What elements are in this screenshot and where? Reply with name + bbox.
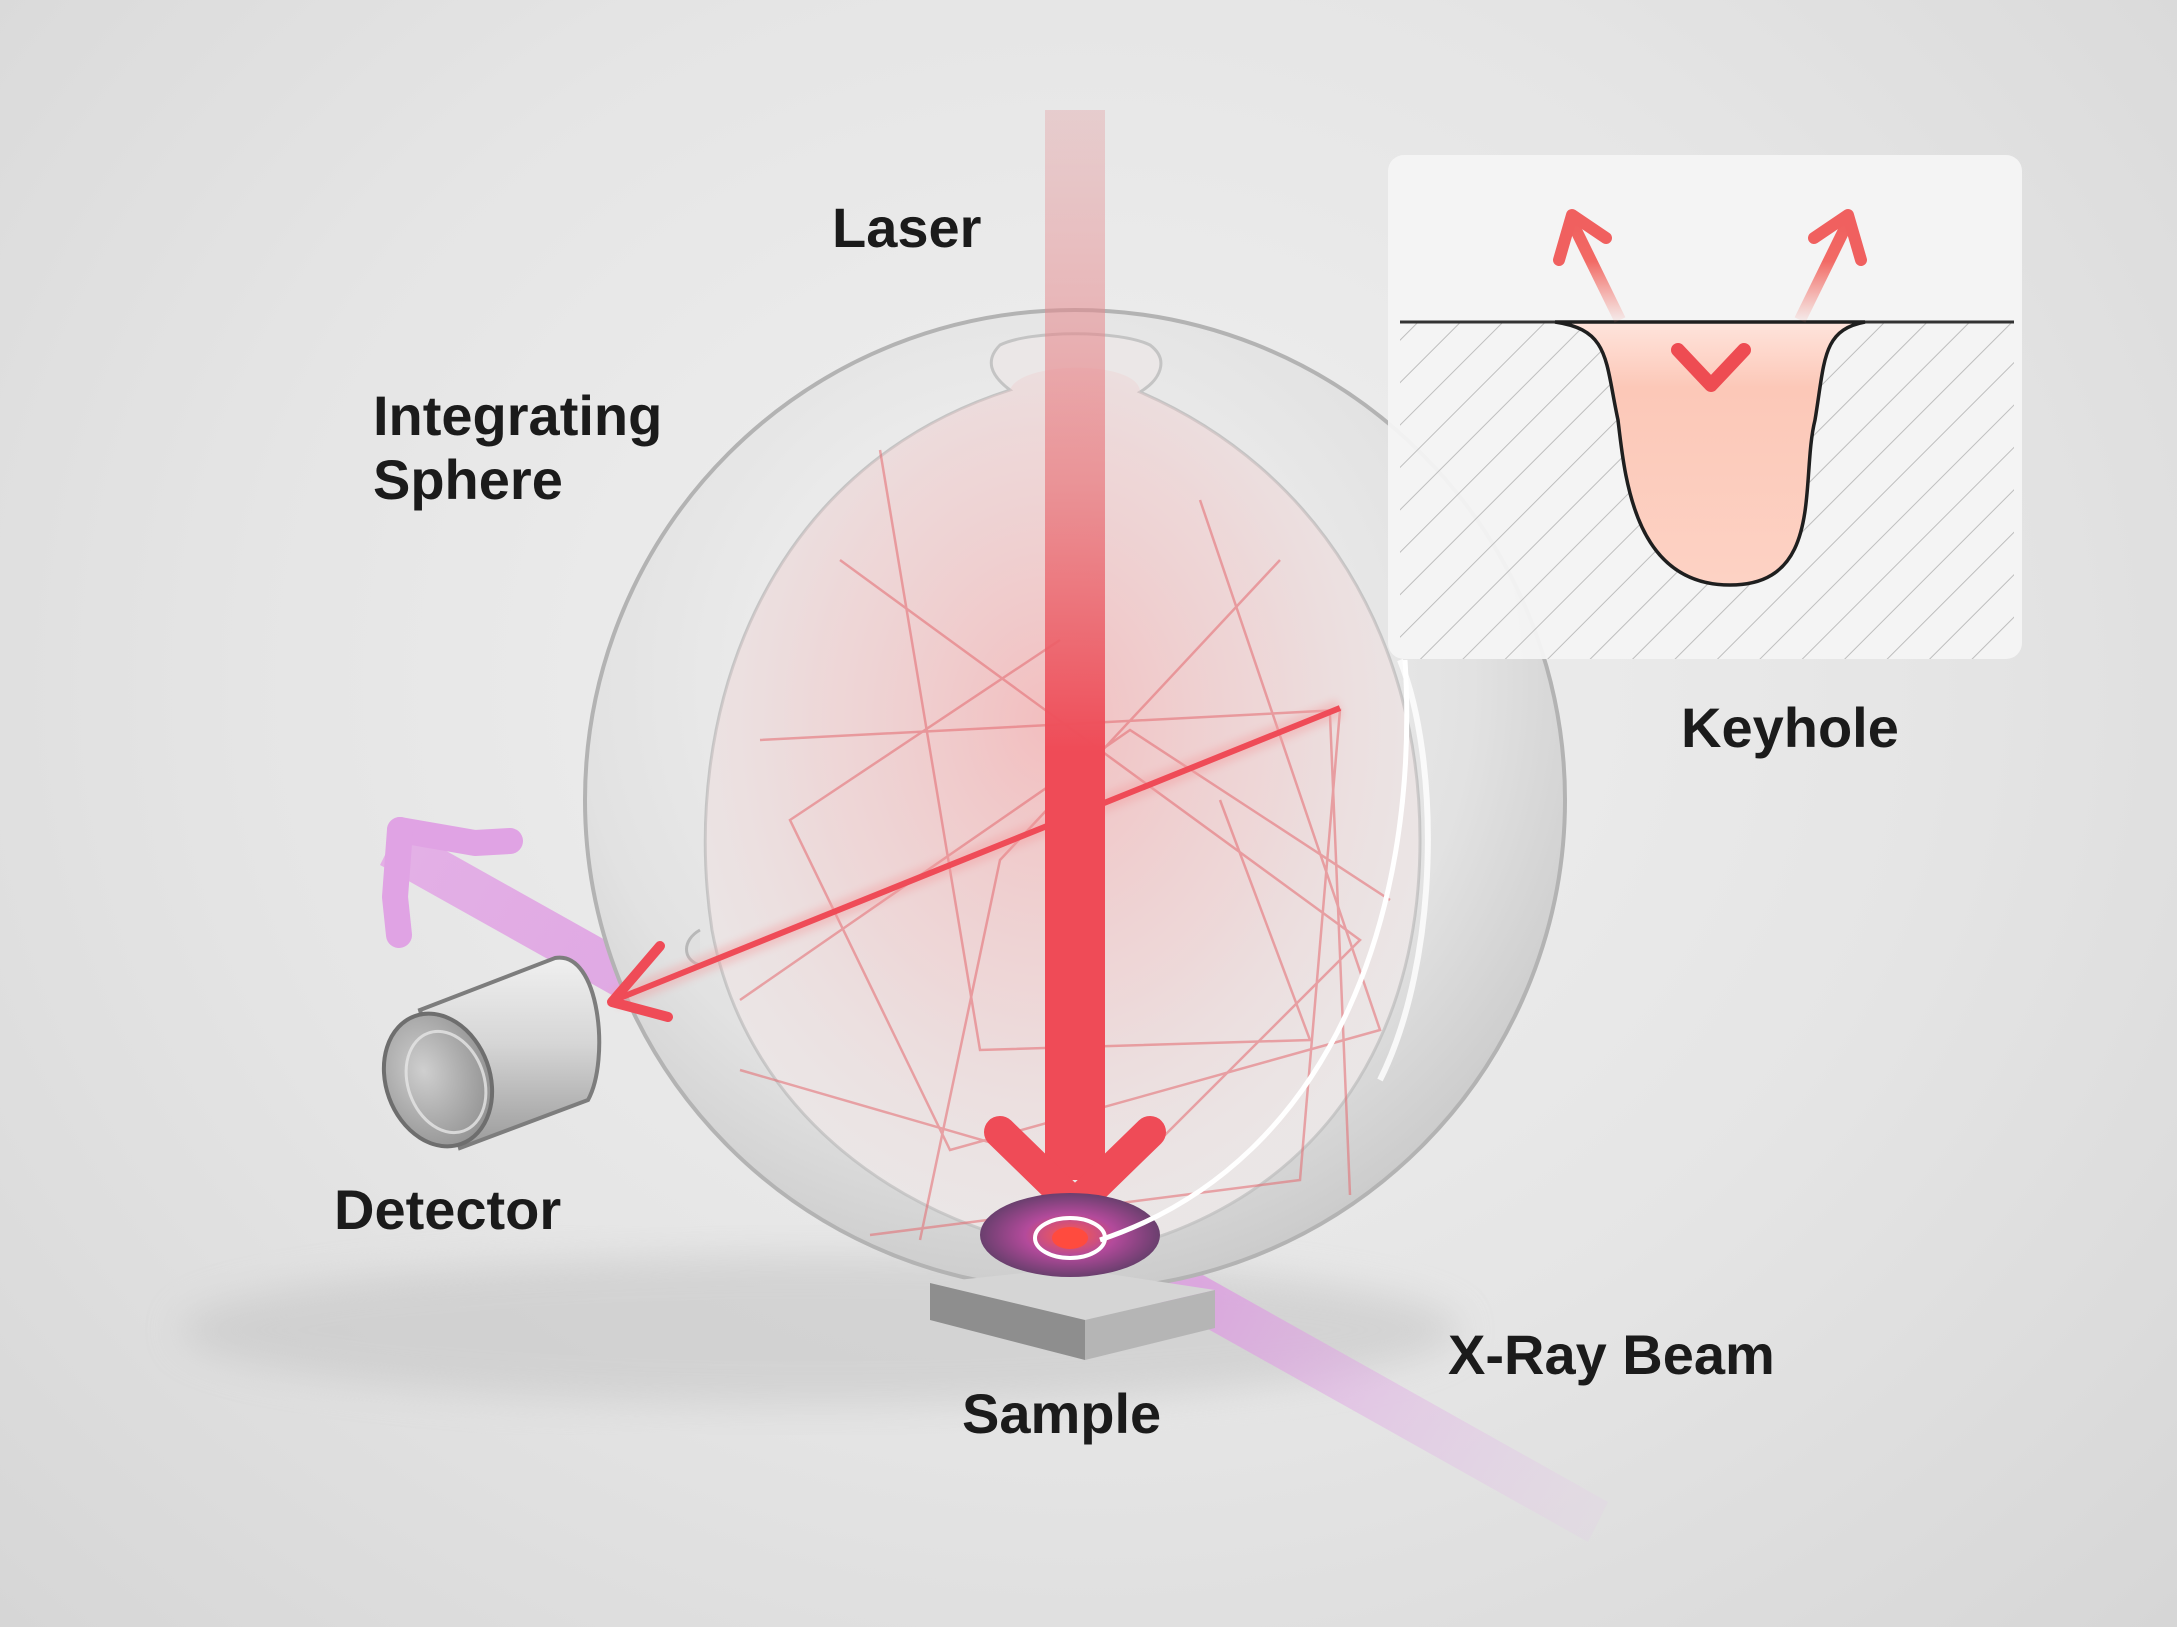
sample xyxy=(930,1193,1215,1360)
detector-label: Detector xyxy=(334,1178,562,1241)
keyhole-cavity xyxy=(1554,320,1866,587)
integrating-sphere-label-line2: Sphere xyxy=(373,448,563,511)
xray-beam-label: X-Ray Beam xyxy=(1448,1323,1775,1386)
reflected-ray-to-detector xyxy=(607,699,1344,1022)
integrating-sphere-label-line1: Integrating xyxy=(373,384,663,447)
detector xyxy=(381,955,602,1151)
leader-line xyxy=(1099,659,1410,1243)
integrating-sphere xyxy=(583,308,1567,1292)
laser-label: Laser xyxy=(832,196,982,259)
sample-label: Sample xyxy=(962,1382,1162,1445)
keyhole-label: Keyhole xyxy=(1681,696,1899,759)
integrating-sphere-label: Integrating Sphere xyxy=(373,384,662,512)
keyhole-inset xyxy=(1388,155,2022,659)
